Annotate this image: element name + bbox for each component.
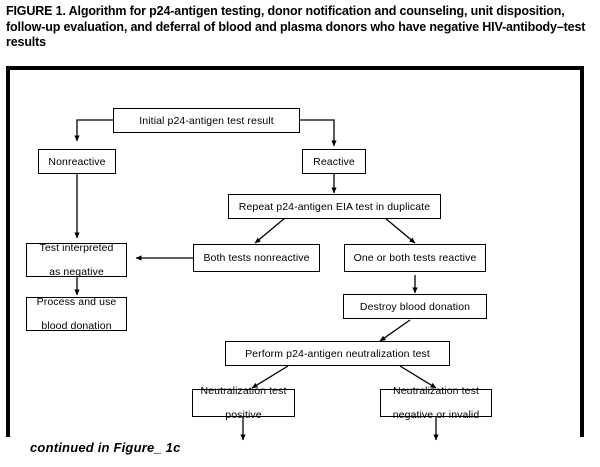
- node-one-or-both-tests-reactive: One or both tests reactive: [344, 244, 486, 272]
- node-perform-neutralization-test: Perform p24-antigen neutralization test: [225, 341, 450, 366]
- node-label-line2: positive: [225, 409, 262, 421]
- edge-initial-to-nonreactive: [74, 119, 113, 142]
- figure-caption: FIGURE 1. Algorithm for p24-antigen test…: [6, 4, 586, 50]
- node-label: Neutralization test negative or invalid: [385, 385, 487, 421]
- node-label: Initial p24-antigen test result: [139, 114, 274, 127]
- node-label: Repeat p24-antigen EIA test in duplicate: [238, 200, 431, 213]
- node-repeat-eia-duplicate: Repeat p24-antigen EIA test in duplicate: [228, 194, 441, 219]
- node-initial-test-result: Initial p24-antigen test result: [113, 108, 300, 133]
- node-neutralization-test-negative-or-invalid: Neutralization test negative or invalid: [380, 385, 492, 421]
- edge-neutralization-to-positive: [251, 365, 289, 389]
- node-label: Nonreactive: [48, 155, 106, 168]
- node-both-tests-nonreactive: Both tests nonreactive: [193, 244, 320, 272]
- node-label-line1: Neutralization test: [200, 385, 287, 397]
- node-label: Neutralization test positive: [197, 385, 290, 421]
- node-label: Destroy blood donation: [359, 300, 471, 313]
- node-label-line2: negative or invalid: [392, 409, 480, 421]
- node-process-and-use-blood-donation: Process and use blood donation: [26, 296, 127, 332]
- node-nonreactive: Nonreactive: [38, 149, 116, 174]
- node-label: Perform p24-antigen neutralization test: [245, 347, 430, 360]
- node-label: Both tests nonreactive: [203, 252, 310, 264]
- continued-in-figure-note: continued in Figure_ 1c: [30, 440, 181, 455]
- edge-initial-to-reactive: [300, 119, 337, 147]
- node-label: One or both tests reactive: [353, 252, 477, 264]
- node-reactive: Reactive: [302, 149, 366, 174]
- node-label: Process and use blood donation: [31, 296, 122, 332]
- edge-neutralization-to-negative: [399, 365, 437, 389]
- node-label-line2: as negative: [49, 266, 104, 278]
- node-label-line1: Process and use: [36, 296, 117, 308]
- edge-repeat-to-both-nonreactive: [254, 217, 286, 244]
- node-label-line2: blood donation: [41, 320, 112, 332]
- edge-repeat-to-one-or-both: [384, 217, 416, 244]
- node-label-line1: Test interpreted: [39, 242, 114, 254]
- node-neutralization-test-positive: Neutralization test positive: [192, 385, 295, 421]
- node-label: Reactive: [313, 155, 355, 168]
- edge-destroy-to-neutralization: [379, 319, 411, 342]
- node-label-line1: Neutralization test: [393, 385, 479, 397]
- node-destroy-blood-donation: Destroy blood donation: [343, 294, 487, 319]
- node-test-interpreted-negative: Test interpreted as negative: [26, 242, 127, 278]
- node-label: Test interpreted as negative: [31, 242, 122, 278]
